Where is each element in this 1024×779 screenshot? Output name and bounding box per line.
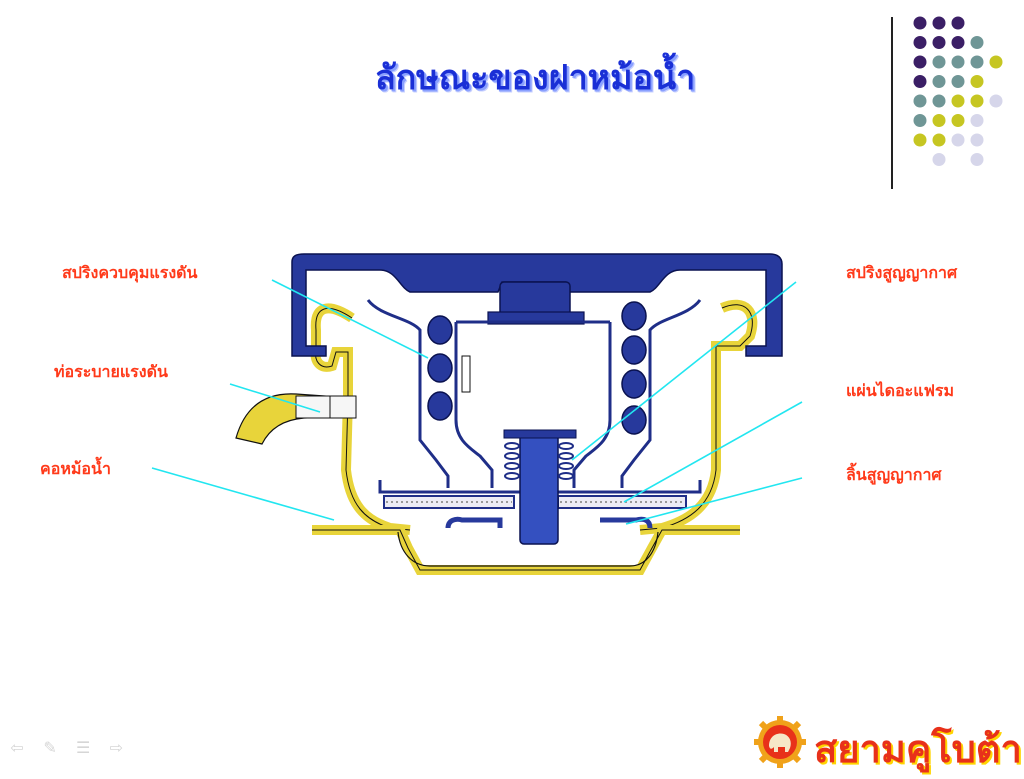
decorative-dot xyxy=(932,114,946,127)
prev-arrow-icon[interactable]: ⇦ xyxy=(10,738,24,757)
decorative-dot xyxy=(913,114,927,127)
divider-line xyxy=(891,17,893,189)
decorative-dot xyxy=(989,55,1003,69)
leader-vacuum-spring xyxy=(571,281,797,461)
decorative-dot xyxy=(951,36,965,49)
decorative-dot xyxy=(932,94,946,108)
decorative-dot xyxy=(913,36,927,49)
decorative-dot xyxy=(989,94,1003,108)
decorative-dot xyxy=(970,36,984,49)
vacuum-spring xyxy=(504,442,574,480)
decorative-dot xyxy=(970,94,984,108)
siam-kubota-logo: สยามคูโบต้า xyxy=(752,716,1022,771)
logo-text: สยามคูโบต้า xyxy=(814,727,1022,771)
decorative-dot xyxy=(951,16,965,30)
decorative-dot xyxy=(913,75,927,88)
leader-radiator-neck xyxy=(151,467,335,521)
decorative-dot xyxy=(970,114,984,127)
decorative-dot xyxy=(913,94,927,108)
decorative-dot xyxy=(951,94,965,108)
decorative-dot-grid xyxy=(913,16,1003,166)
decorative-dot xyxy=(932,75,946,88)
vacuum-valve xyxy=(445,429,653,545)
radiator-neck xyxy=(235,299,758,575)
pressure-spring xyxy=(427,301,647,435)
menu-icon[interactable]: ☰ xyxy=(76,738,91,757)
slide-nav-controls: ⇦ ✎ ☰ ⇨ xyxy=(8,738,135,757)
decorative-dot xyxy=(932,153,946,166)
decorative-dot xyxy=(951,114,965,127)
decorative-dot xyxy=(951,75,965,88)
leader-pressure-spring xyxy=(271,279,429,359)
label-vacuum-valve: ลิ้นสูญญากาศ xyxy=(846,465,942,484)
label-pressure-spring: สปริงควบคุมแรงดัน xyxy=(62,263,198,282)
leader-overflow-pipe xyxy=(229,383,321,413)
decorative-dot xyxy=(913,16,927,30)
decorative-dot xyxy=(970,55,984,69)
next-arrow-icon[interactable]: ⇨ xyxy=(109,738,123,757)
decorative-dot xyxy=(913,55,927,69)
decorative-dot xyxy=(970,75,984,88)
pen-icon[interactable]: ✎ xyxy=(43,738,57,757)
decorative-dot xyxy=(932,36,946,49)
slide-title: ลักษณะของฝาหม้อน้ำ xyxy=(374,58,696,98)
label-overflow-pipe: ท่อระบายแรงดัน xyxy=(54,362,168,381)
label-vacuum-spring: สปริงสูญญากาศ xyxy=(846,263,958,282)
label-diaphragm: แผ่นไดอะแฟรม xyxy=(846,381,955,400)
leader-diaphragm xyxy=(623,401,803,503)
decorative-dot xyxy=(951,133,965,147)
decorative-dot xyxy=(970,133,984,147)
label-radiator-neck: คอหม้อน้ำ xyxy=(40,459,111,478)
leader-vacuum-valve xyxy=(625,477,803,525)
decorative-dot xyxy=(932,16,946,30)
decorative-dot xyxy=(913,133,927,147)
decorative-dot xyxy=(932,55,946,69)
decorative-dot xyxy=(970,153,984,166)
leader-lines xyxy=(151,279,803,525)
decorative-dot xyxy=(951,55,965,69)
decorative-dot xyxy=(932,133,946,147)
elephant-gear-emblem-icon xyxy=(754,716,806,768)
cap-shell xyxy=(291,253,783,357)
